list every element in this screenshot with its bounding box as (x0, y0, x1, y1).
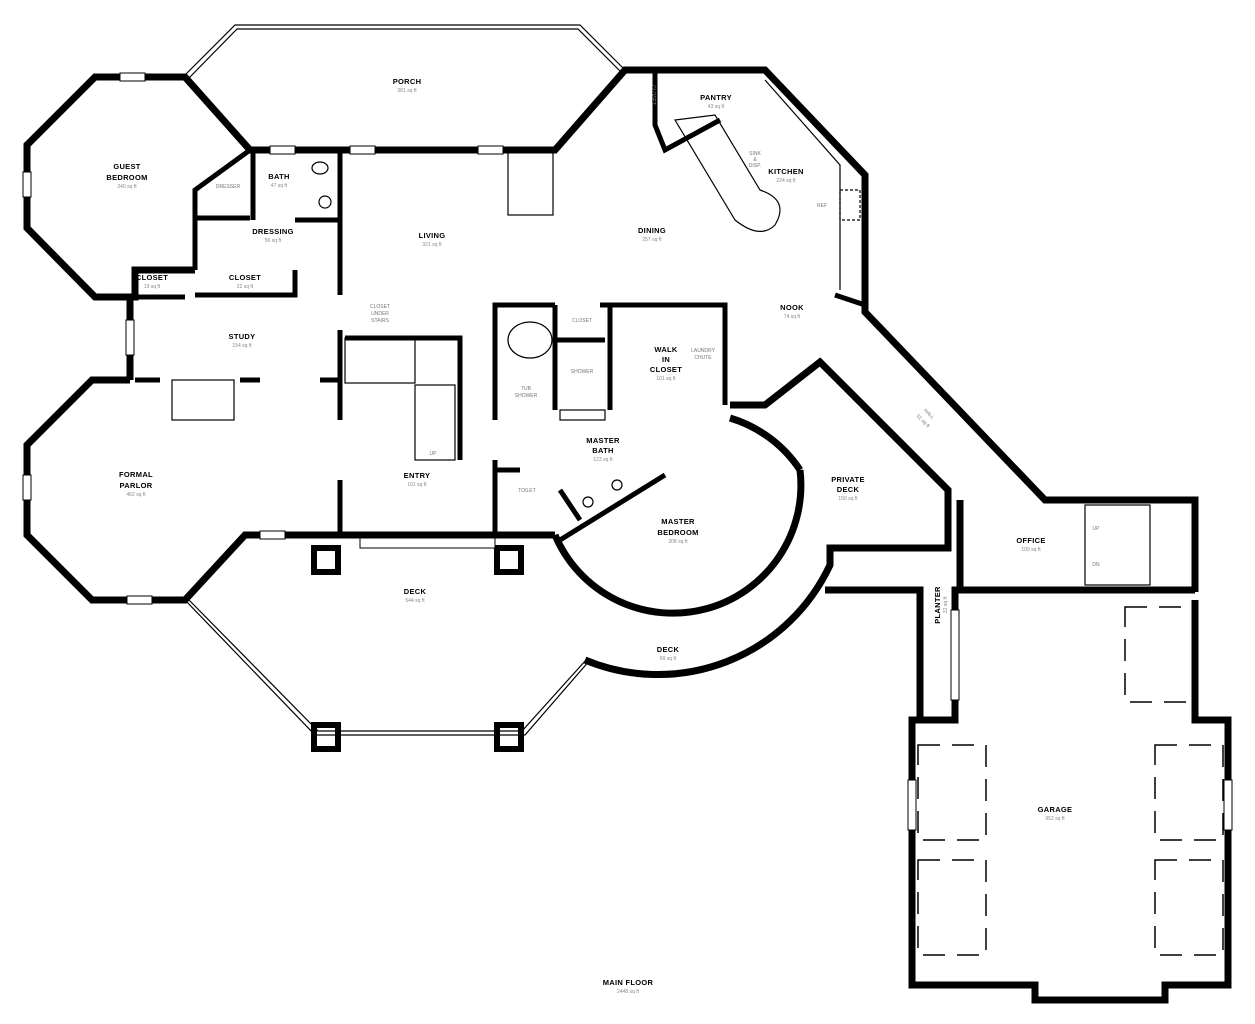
private-deck-area: 150 sq ft (838, 496, 858, 502)
pantry-closet-note: CLOSET (650, 85, 656, 105)
fixtures (171, 79, 1151, 586)
closet-area: 19 sq ft (144, 284, 161, 290)
master-bedroom-label: MASTER (661, 517, 695, 526)
planter-label: PLANTER (933, 586, 942, 624)
toilet-note: TOILET (518, 488, 535, 494)
ref-note: REF (817, 203, 827, 209)
walk-in-closet-label: CLOSET (650, 365, 682, 374)
master-bath-label: MASTER (586, 436, 620, 445)
closet-small-note: CLOSET (572, 318, 592, 324)
bath-area: 47 sq ft (271, 183, 288, 189)
stairs (344, 337, 1151, 586)
office-area: 100 sq ft (1021, 547, 1041, 553)
entry-label: ENTRY (404, 471, 431, 480)
deck-area: 99 sq ft (660, 656, 677, 662)
closet-under-stairs-note: CLOSET (370, 304, 390, 310)
planter-area: 32 sq ft (943, 596, 949, 613)
deck-label: DECK (657, 645, 680, 654)
porch-area: 381 sq ft (397, 88, 417, 94)
sink-note: DISP. (749, 163, 761, 169)
living-label: LIVING (419, 231, 446, 240)
pantry-label: PANTRY (700, 93, 732, 102)
office-label: OFFICE (1016, 536, 1045, 545)
shower-note: SHOWER (571, 369, 594, 375)
dressing-label: DRESSING (252, 227, 294, 236)
dining-label: DINING (638, 226, 666, 235)
nook-label: NOOK (780, 303, 804, 312)
exterior-walls (23, 66, 1232, 1004)
plan-total-area: 2448 sq ft (617, 989, 640, 995)
kitchen-area: 224 sq ft (776, 178, 796, 184)
sink-note: SINK (749, 151, 761, 157)
master-bedroom-area: 208 sq ft (668, 539, 688, 545)
private-deck-label: PRIVATE (831, 475, 865, 484)
kitchen-label: KITCHEN (768, 167, 803, 176)
guest-bedroom-label: GUEST (113, 162, 140, 171)
closet-under-stairs-note: UNDER (371, 311, 389, 317)
stairs-up-label: UP (1093, 526, 1101, 532)
walk-in-closet-label: WALK (654, 345, 678, 354)
garage-parking-spaces (917, 606, 1224, 956)
formal-parlor-label: PARLOR (120, 481, 153, 490)
dressing-area: 56 sq ft (265, 238, 282, 244)
closet-label: CLOSET (229, 273, 261, 282)
plan-title: MAIN FLOOR (603, 978, 654, 987)
deck-outline (184, 537, 591, 752)
tub-shower-note: SHOWER (515, 393, 538, 399)
living-area: 321 sq ft (422, 242, 442, 248)
dresser-note: DRESSER (216, 184, 241, 190)
walk-in-closet-area: 101 sq ft (656, 376, 676, 382)
closet-under-stairs-note: STAIRS (371, 318, 389, 324)
deck-area: 544 sq ft (405, 598, 425, 604)
dining-area: 257 sq ft (642, 237, 662, 243)
closet-label: CLOSET (136, 273, 168, 282)
guest-bedroom-label-2: BEDROOM (106, 173, 147, 182)
pantry-area: 43 sq ft (708, 104, 725, 110)
windows (22, 72, 1233, 831)
closet-area: 22 sq ft (237, 284, 254, 290)
bath-label: BATH (268, 172, 289, 181)
master-bedroom-label: BEDROOM (657, 528, 698, 537)
tub-shower-note: TUB (521, 386, 532, 392)
room-labels: PORCH 381 sq ft GUEST BEDROOM 240 sq ft … (106, 77, 1100, 995)
garage-area: 952 sq ft (1045, 816, 1065, 822)
study-label: STUDY (229, 332, 256, 341)
master-bath-label: BATH (592, 446, 613, 455)
private-deck-label: DECK (837, 485, 860, 494)
formal-parlor-label: FORMAL (119, 470, 153, 479)
formal-parlor-area: 462 sq ft (126, 492, 146, 498)
deck-label: DECK (404, 587, 427, 596)
entry-area: 101 sq ft (407, 482, 427, 488)
stairs-up-label: UP (430, 451, 438, 457)
guest-bedroom-area: 240 sq ft (117, 184, 137, 190)
study-area: 154 sq ft (232, 343, 252, 349)
porch-label: PORCH (393, 77, 422, 86)
nook-area: 74 sq ft (784, 314, 801, 320)
laundry-chute-note: CHUTE (694, 355, 712, 361)
garage-label: GARAGE (1038, 805, 1073, 814)
sink-note: & (753, 157, 757, 163)
stairs-down-label: DN (1092, 562, 1100, 568)
interior-walls (135, 70, 866, 543)
laundry-chute-note: LAUNDRY (691, 348, 715, 354)
master-bath-area: 123 sq ft (593, 457, 613, 463)
walk-in-closet-label: IN (662, 355, 670, 364)
porch-outline (184, 24, 626, 79)
